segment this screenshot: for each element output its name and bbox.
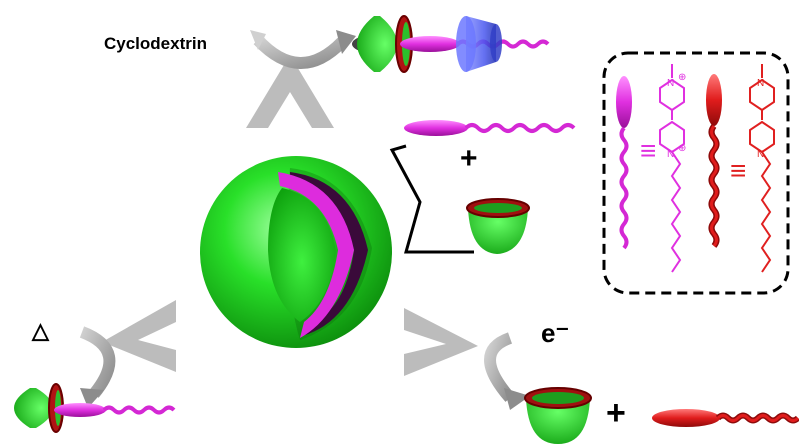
equiv-sign-red: ≡ xyxy=(730,155,746,186)
structures-box xyxy=(602,51,790,295)
mid-magenta-head xyxy=(404,120,468,136)
top-chevron-arrow xyxy=(246,55,334,128)
bottom-cd-cup xyxy=(524,387,592,444)
vesicle-dark-membrane xyxy=(290,172,368,336)
electron-label: e⁻ xyxy=(541,318,570,348)
top-complex xyxy=(352,15,550,73)
left-curved-arrowhead xyxy=(80,388,104,408)
viologen-magenta-n-bottom: N xyxy=(667,149,674,160)
plus-sign-middle: + xyxy=(460,142,478,175)
viologen-red-n-bottom: N xyxy=(757,149,764,160)
viologen-magenta-n-top: N xyxy=(667,78,674,89)
top-curved-arrowhead xyxy=(336,30,356,54)
cyclodextrin-label: Cyclodextrin xyxy=(104,34,207,53)
heat-triangle-label: △ xyxy=(32,318,49,343)
left-chevron-arrow xyxy=(102,300,176,372)
right-curved-arrowhead xyxy=(504,388,530,410)
viologen-magenta-charge-top: ⊕ xyxy=(678,72,686,83)
vesicle xyxy=(200,156,392,348)
red-cartoon xyxy=(706,74,722,248)
right-chevron-arrow xyxy=(404,308,478,376)
bottom-red-guest xyxy=(652,409,799,427)
magenta-cartoon xyxy=(616,76,632,250)
viologen-red-structure xyxy=(749,64,775,273)
vesicle-inner-cavity xyxy=(268,188,336,322)
viologen-magenta-charge-bottom: ⊕ xyxy=(678,143,686,154)
middle-components xyxy=(389,120,576,254)
viologen-red-n-top: N xyxy=(757,78,764,89)
bracket xyxy=(389,144,474,254)
mid-cd-cup xyxy=(466,198,530,254)
top-curved-arrowtail xyxy=(250,30,266,50)
bottom-left-complex xyxy=(14,383,176,433)
top-magenta-head xyxy=(400,36,460,52)
plus-sign-bottom: + xyxy=(606,394,626,432)
equiv-sign-magenta: ≡ xyxy=(640,135,656,166)
mid-magenta-tail xyxy=(464,123,576,133)
right-curved-arrow xyxy=(484,332,515,402)
vesicle-magenta-membrane xyxy=(278,172,354,338)
viologen-magenta-structure xyxy=(659,64,685,273)
left-curved-arrow xyxy=(79,326,116,398)
top-curved-arrow xyxy=(253,35,347,69)
